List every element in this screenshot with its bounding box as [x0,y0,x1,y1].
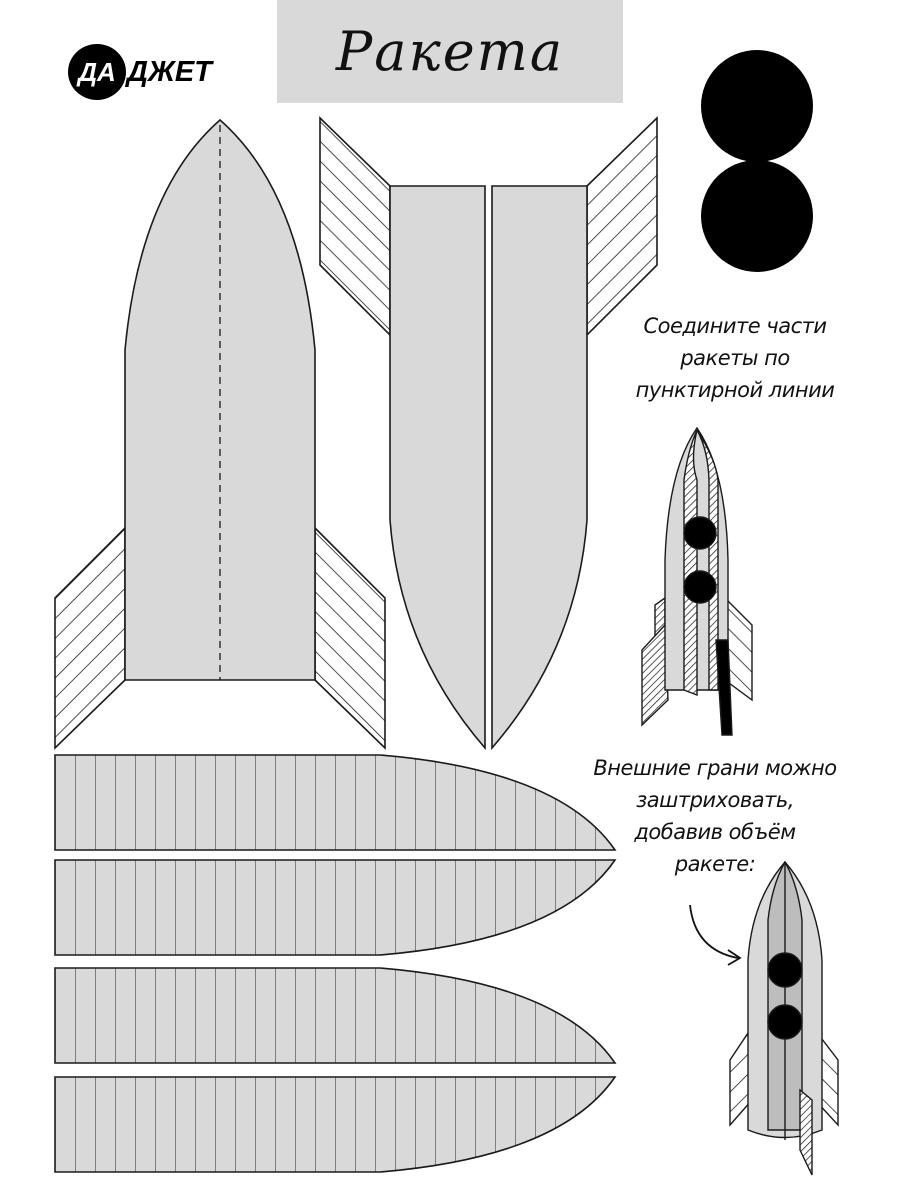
assembled-rocket-example-2 [729,860,839,1176]
assembled-rocket-example-1 [641,426,753,736]
porthole-circle-1 [701,50,813,162]
logo-text: ДЖЕТ [127,55,212,88]
instruction-line: ракеты по [680,346,790,370]
arrow-icon [689,904,742,966]
instruction-line: заштриховать, [636,788,794,812]
instruction-line: Соедините части [643,314,827,338]
rocket-side-piece [319,116,658,751]
instruction-line: добавив объём [634,820,796,844]
instruction-shade: Внешние грани можно заштриховать, добави… [565,752,865,880]
page-title: Ракета [335,20,565,83]
instruction-line: пунктирной линии [635,378,835,402]
instruction-line: ракете: [674,852,756,876]
brand-logo: ДА ДЖЕТ [68,44,212,100]
instruction-line: Внешние грани можно [593,756,837,780]
title-banner: Ракета [277,0,623,103]
rocket-strips [54,754,617,1173]
porthole-circle-2 [701,160,813,272]
logo-circle: ДА [68,44,126,100]
rocket-body-piece [54,118,386,750]
instruction-join: Соедините части ракеты по пунктирной лин… [615,310,855,406]
